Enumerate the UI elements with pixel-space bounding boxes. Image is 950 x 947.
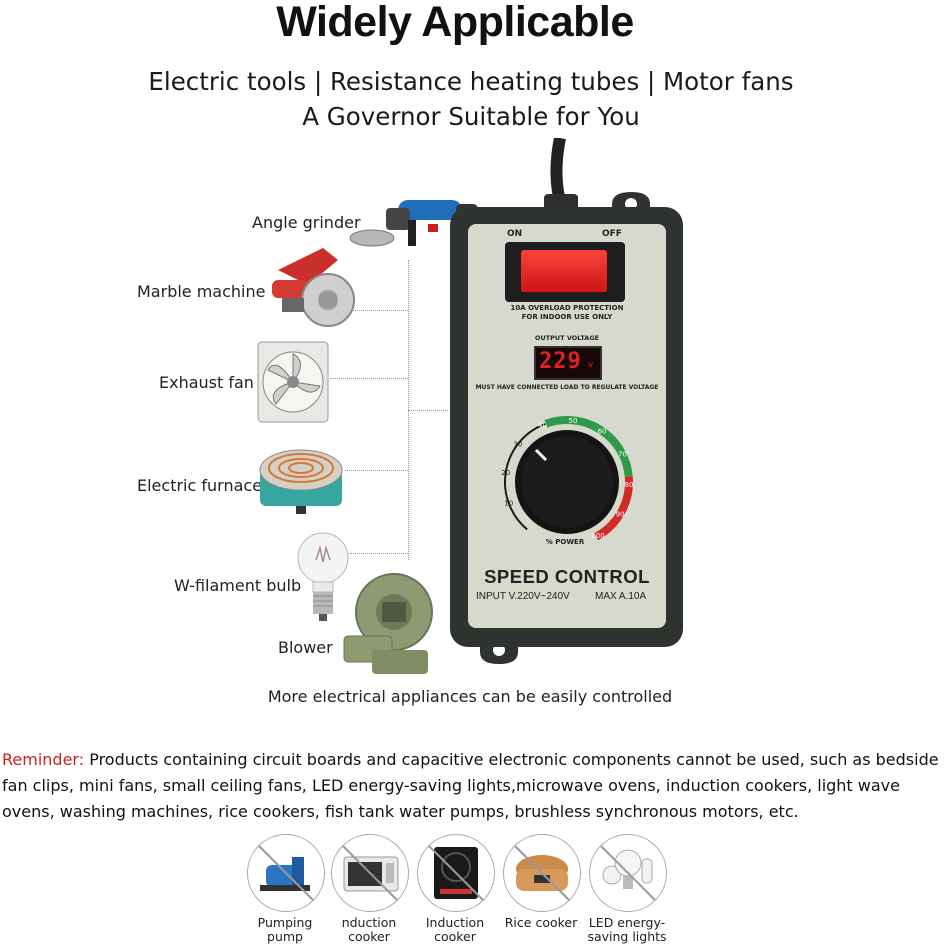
- dial-tick-60: 60: [598, 427, 607, 435]
- dial-tick-10: 10: [504, 500, 513, 508]
- voltage-display: 229 v: [534, 346, 602, 380]
- voltage-unit: v: [588, 360, 594, 370]
- protection-line-2: FOR INDOOR USE ONLY: [521, 313, 613, 321]
- light-bulb-icon: [297, 532, 349, 621]
- caption-led-lights: LED energy-saving lights: [587, 915, 667, 944]
- connector-line: [408, 410, 448, 411]
- connector-line: [345, 470, 408, 471]
- angle-grinder-icon: [349, 200, 478, 247]
- connector-line: [340, 310, 408, 311]
- not-suitable-microwave: [331, 834, 409, 912]
- power-cord: [544, 138, 578, 216]
- label-w-filament-bulb: W-filament bulb: [174, 576, 302, 595]
- microwave-icon: [341, 844, 399, 902]
- dial-tick-50: 50: [569, 417, 578, 425]
- subtitle-line-1: Electric tools | Resistance heating tube…: [148, 67, 794, 96]
- marble-machine-icon: [272, 248, 355, 327]
- max-spec: MAX A.10A: [595, 591, 647, 602]
- induction-cooker-icon: [427, 844, 485, 902]
- reminder-paragraph: Reminder: Products containing circuit bo…: [2, 747, 950, 825]
- not-suitable-rice-cooker: [503, 834, 581, 912]
- dial-tick-20: 20: [501, 469, 510, 477]
- led-bulb-icon: [599, 844, 657, 902]
- dial-power-label: % POWER: [545, 538, 585, 546]
- connector-line: [330, 378, 408, 379]
- dial-tick-100: 100: [591, 532, 604, 540]
- dial-tick-80: 80: [624, 481, 633, 489]
- reminder-text: Products containing circuit boards and c…: [2, 750, 939, 821]
- dial-tick-90: 90: [616, 511, 625, 519]
- electric-furnace-icon: [259, 449, 343, 514]
- not-suitable-induction-cooker: [417, 834, 495, 912]
- not-suitable-pump: [247, 834, 325, 912]
- output-voltage-label: OUTPUT VOLTAGE: [534, 334, 600, 342]
- label-marble-machine: Marble machine: [137, 282, 266, 301]
- rice-cooker-icon: [513, 844, 571, 902]
- input-spec: INPUT V.220V~240V: [476, 591, 570, 602]
- label-electric-furnace: Electric furnace: [137, 476, 263, 495]
- more-appliances-text: More electrical appliances can be easily…: [267, 687, 673, 706]
- dial-tick-30: 30: [514, 441, 523, 449]
- protection-line-1: 10A OVERLOAD PROTECTION: [510, 304, 624, 312]
- label-angle-grinder: Angle grinder: [252, 213, 361, 232]
- page-title: Widely Applicable: [276, 0, 634, 46]
- subtitle-line-2: A Governor Suitable for You: [302, 102, 640, 131]
- blower-icon: [343, 573, 433, 674]
- exhaust-fan-icon: [257, 341, 329, 423]
- water-pump-icon: [257, 844, 315, 902]
- reminder-label: Reminder:: [2, 750, 85, 769]
- label-blower: Blower: [278, 638, 333, 657]
- voltage-readout: 229: [539, 349, 582, 374]
- switch-off-label: OFF: [602, 229, 622, 239]
- dial-tick-70: 70: [618, 451, 627, 459]
- switch-on-label: ON: [507, 229, 523, 239]
- load-warning: MUST HAVE CONNECTED LOAD TO REGULATE VOL…: [475, 384, 659, 391]
- connector-line: [350, 553, 408, 554]
- not-suitable-led-lights: [589, 834, 667, 912]
- power-dial[interactable]: 10 20 30 40 50 60 70 80 90 100: [490, 404, 644, 554]
- label-exhaust-fan: Exhaust fan: [159, 373, 254, 392]
- dial-tick-40: 40: [538, 422, 547, 430]
- speed-control-label: SPEED CONTROL: [484, 566, 650, 587]
- power-switch[interactable]: [521, 250, 607, 292]
- caption-rice-cooker: Rice cooker: [504, 915, 578, 930]
